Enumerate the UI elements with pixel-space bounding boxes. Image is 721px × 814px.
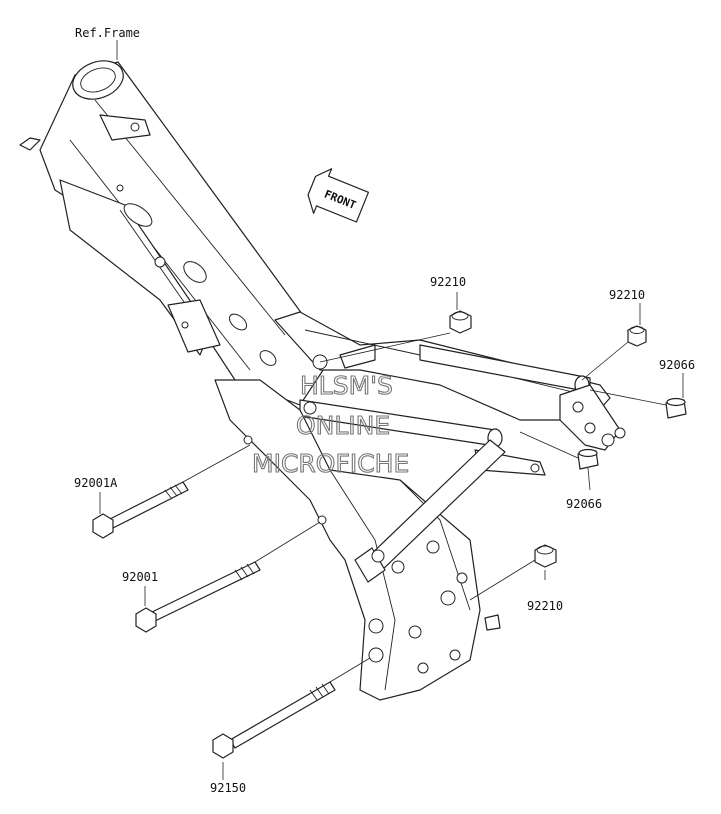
engine-mount-plate <box>214 379 506 701</box>
collar-92066-mid <box>577 448 599 470</box>
watermark-line-1: HLSM'S <box>300 371 393 400</box>
nut-92210-top-b <box>627 325 647 347</box>
bolt-92001a <box>92 481 189 539</box>
label-92001a: 92001A <box>74 476 118 490</box>
frame-assembly <box>19 60 336 406</box>
label-92210-top-b: 92210 <box>609 288 645 302</box>
collar-92066-right <box>665 397 687 419</box>
label-92150: 92150 <box>210 781 246 795</box>
label-ref-frame: Ref.Frame <box>75 26 140 40</box>
label-92001: 92001 <box>122 570 158 584</box>
leader-lines <box>99 40 684 780</box>
label-92066-right: 92066 <box>659 358 695 372</box>
watermark: HLSM'S ONLINE MICROFICHE <box>251 370 409 478</box>
watermark-line-3: MICROFICHE <box>252 449 409 478</box>
bolt-92001 <box>135 561 261 633</box>
front-direction-arrow: FRONT <box>307 168 370 223</box>
label-92210-lower: 92210 <box>527 599 563 613</box>
nut-92210-lower <box>534 544 557 568</box>
nut-92210-top-a <box>449 310 472 334</box>
label-92066-mid: 92066 <box>566 497 602 511</box>
top-rail-assembly <box>274 311 626 476</box>
part-labels: Ref.Frame 92210 92210 92066 92066 92001A… <box>74 26 695 795</box>
watermark-line-2: ONLINE <box>296 411 390 440</box>
bolt-92150 <box>212 681 336 759</box>
label-92210-top-a: 92210 <box>430 275 466 289</box>
